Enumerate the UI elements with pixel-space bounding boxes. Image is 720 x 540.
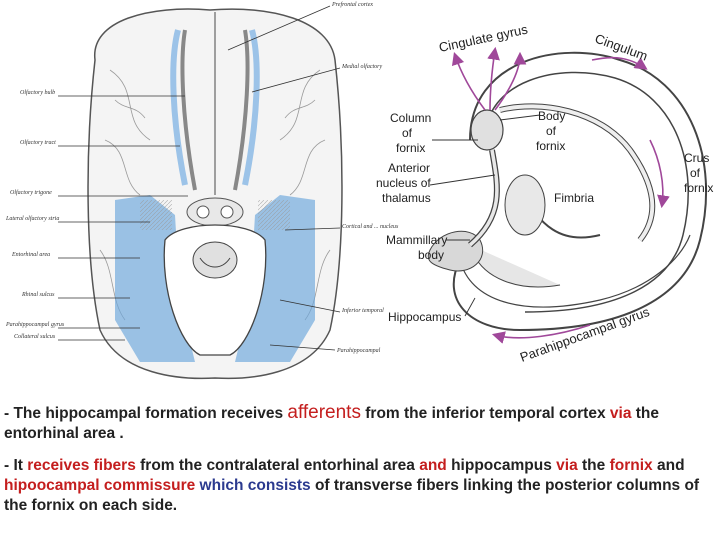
svg-text:fornix: fornix bbox=[536, 139, 565, 153]
svg-text:of: of bbox=[402, 126, 413, 140]
label-olfactory-tract: Olfactory tract bbox=[20, 139, 56, 146]
svg-text:Anterior: Anterior bbox=[388, 161, 430, 175]
label-hippocampus: Hippocampus bbox=[388, 310, 461, 324]
label-parahippocampal-gyrus: Parahippocampal gyrus bbox=[5, 322, 65, 328]
svg-text:Body: Body bbox=[538, 109, 565, 123]
keyword-hipoocampal-commissure: hipoocampal commissure bbox=[4, 477, 196, 494]
svg-text:Column: Column bbox=[390, 111, 431, 125]
svg-text:body: body bbox=[418, 248, 444, 262]
label-entorhinal-area: Entorhinal area bbox=[11, 252, 50, 258]
svg-text:Crus: Crus bbox=[684, 151, 709, 165]
label-body-of-fornix: Body of fornix bbox=[536, 109, 565, 153]
keyword-and: and bbox=[419, 457, 447, 474]
svg-text:fornix: fornix bbox=[684, 181, 713, 195]
label-anterior-nucleus: Anterior nucleus of thalamus bbox=[376, 161, 431, 205]
label-rhinal-sulcus: Rhinal sulcus bbox=[21, 292, 55, 298]
label-mammillary-body: Mammillary body bbox=[386, 233, 447, 262]
svg-text:thalamus: thalamus bbox=[382, 191, 431, 205]
label-medial-olfactory: Medial olfactory bbox=[341, 63, 382, 70]
label-crus-of-fornix: Crus of fornix bbox=[684, 151, 713, 195]
keyword-via-2: via bbox=[556, 457, 578, 474]
keyword-via: via bbox=[609, 405, 632, 422]
paragraph-afferents: - The hippocampal formation receives aff… bbox=[4, 402, 660, 443]
keyword-fornix: ornix bbox=[614, 457, 653, 474]
paragraph-commissure: - It receives fibers from the contralate… bbox=[4, 457, 700, 514]
label-fimbria: Fimbria bbox=[554, 191, 594, 205]
label-prefrontal: Prefrontal cortex bbox=[331, 1, 373, 8]
brain-ventral-view: Olfactory bulb Olfactory tract Olfactory… bbox=[5, 1, 399, 380]
label-cingulate-gyrus: Cingulate gyrus bbox=[438, 21, 530, 55]
fornix-diagram: Cingulate gyrus Cingulum Column of forni… bbox=[376, 21, 713, 364]
keyword-afferents: afferents bbox=[287, 402, 361, 423]
label-olfactory-trigone: Olfactory trigone bbox=[10, 189, 52, 196]
label-collateral-sulcus: Collateral sulcus bbox=[14, 334, 56, 340]
svg-text:nucleus of: nucleus of bbox=[376, 176, 431, 190]
keyword-which-consists: which consists bbox=[195, 477, 311, 494]
label-olfactory-bulb: Olfactory bulb bbox=[20, 89, 55, 96]
caption-text: - The hippocampal formation receives aff… bbox=[4, 403, 716, 516]
keyword-f: f bbox=[609, 457, 615, 474]
keyword-receives-fibers: receives fibers bbox=[27, 457, 136, 474]
label-parahippocampal: Parahippocampal bbox=[336, 348, 381, 354]
svg-text:of: of bbox=[546, 124, 557, 138]
label-column-of-fornix: Column of fornix bbox=[390, 111, 431, 155]
svg-text:of: of bbox=[690, 166, 701, 180]
label-parahippocampal-gyrus-arc: Parahippocampal gyrus bbox=[518, 304, 652, 365]
figure: Olfactory bulb Olfactory tract Olfactory… bbox=[5, 1, 713, 380]
label-lateral-olfactory-stria: Lateral olfactory stria bbox=[5, 215, 59, 222]
svg-text:Mammillary: Mammillary bbox=[386, 233, 447, 247]
svg-text:fornix: fornix bbox=[396, 141, 425, 155]
label-inferior-temporal: Inferior temporal bbox=[341, 307, 384, 314]
label-cortical-nucleus: Cortical and ... nucleus bbox=[342, 224, 399, 230]
